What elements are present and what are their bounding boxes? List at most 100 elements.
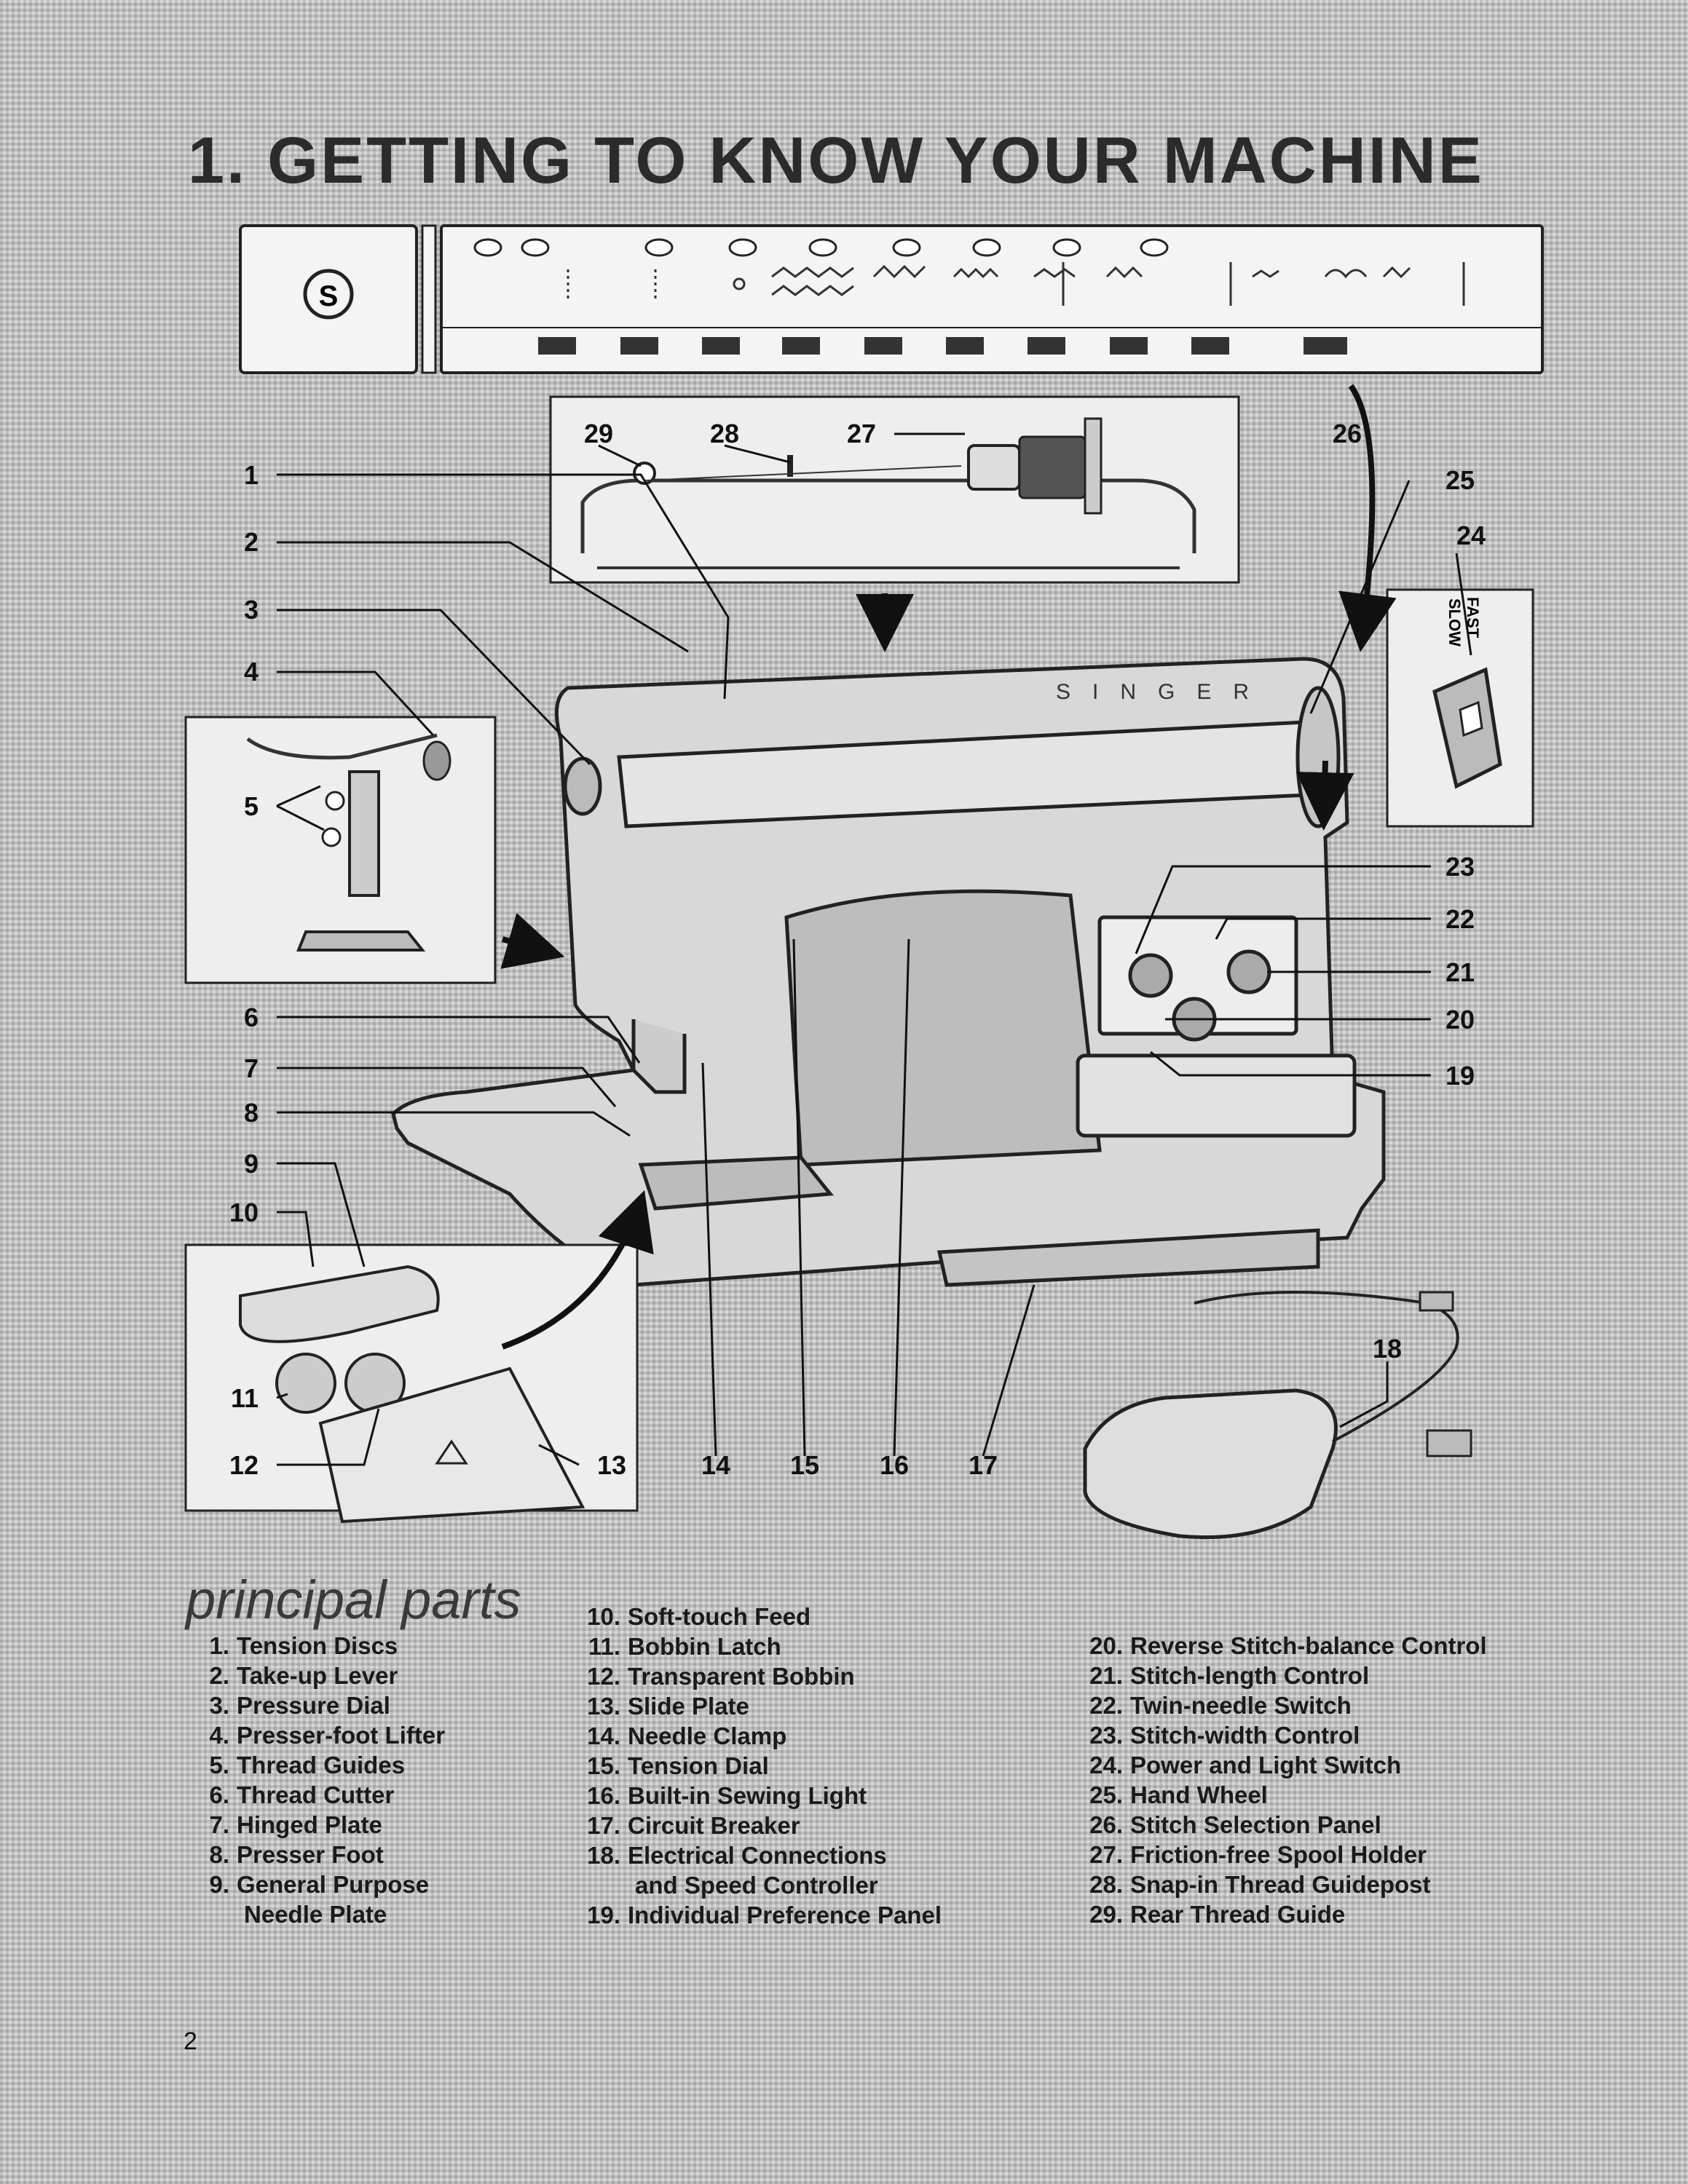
callout-11: 11 xyxy=(231,1383,259,1413)
indicator-light-icon xyxy=(892,238,921,257)
part-label: Stitch-width Control xyxy=(1130,1722,1360,1749)
part-label: Pressure Dial xyxy=(237,1692,390,1719)
part-label: Stitch-length Control xyxy=(1130,1662,1370,1689)
page-number: 2 xyxy=(184,2027,197,2055)
part-label: Individual Preference Panel xyxy=(628,1902,942,1928)
part-number: 5. xyxy=(209,1752,229,1779)
part-item: 13. Slide Plate xyxy=(561,1691,942,1721)
part-label: Thread Guides xyxy=(237,1752,406,1779)
part-label: Needle Clamp xyxy=(628,1722,787,1749)
part-number: 14. xyxy=(587,1722,620,1749)
part-number: 19. xyxy=(587,1902,620,1928)
indicator-light-icon xyxy=(521,238,550,257)
part-label: Tension Dial xyxy=(628,1752,769,1779)
part-item: 7.Hinged Plate xyxy=(186,1810,445,1840)
part-label: Twin-needle Switch xyxy=(1130,1692,1352,1719)
callout-14: 14 xyxy=(701,1450,730,1480)
brand-name: SINGER xyxy=(1056,680,1271,704)
part-label: Presser-foot Lifter xyxy=(237,1722,446,1749)
stitch-keys xyxy=(538,337,1347,355)
part-number: 7. xyxy=(209,1811,229,1838)
slow-label: SLOW xyxy=(1446,598,1464,646)
callout-21: 21 xyxy=(1446,957,1475,987)
part-number: 3. xyxy=(209,1692,229,1719)
stitch-key-button xyxy=(702,337,740,355)
callout-24: 24 xyxy=(1456,521,1486,550)
part-number: 8. xyxy=(209,1841,229,1868)
callout-9: 9 xyxy=(244,1149,259,1179)
part-label: Snap-in Thread Guidepost xyxy=(1130,1871,1431,1898)
indicator-light-icon xyxy=(972,238,1001,257)
part-item: and Speed Controller xyxy=(561,1870,942,1900)
part-label: Reverse Stitch-balance Control xyxy=(1130,1632,1487,1659)
callout-1: 1 xyxy=(244,460,259,490)
part-item: 27.Friction-free Spool Holder xyxy=(1063,1840,1487,1870)
part-label: Take-up Lever xyxy=(237,1662,398,1689)
indicator-light-icon xyxy=(808,238,837,257)
part-number: 28. xyxy=(1089,1871,1123,1898)
callout-23: 23 xyxy=(1446,852,1475,882)
callout-2: 2 xyxy=(244,527,259,557)
part-label: Slide Plate xyxy=(628,1693,749,1720)
part-item: 9.General Purpose xyxy=(186,1870,445,1899)
part-number: 6. xyxy=(209,1781,229,1808)
part-item: 26.Stitch Selection Panel xyxy=(1063,1810,1487,1840)
logo-letter: S xyxy=(319,280,339,312)
part-item: 3. Pressure Dial xyxy=(186,1690,445,1720)
part-item: 12.Transparent Bobbin xyxy=(561,1661,942,1691)
part-number: 20. xyxy=(1089,1632,1123,1659)
part-item: 22. Twin-needle Switch xyxy=(1063,1690,1487,1720)
part-label: Friction-free Spool Holder xyxy=(1130,1841,1427,1868)
part-item: 29.Rear Thread Guide xyxy=(1063,1899,1487,1929)
callout-20: 20 xyxy=(1446,1005,1475,1034)
part-item: 15.Tension Dial xyxy=(561,1751,942,1781)
callout-27: 27 xyxy=(847,419,876,448)
callout-3: 3 xyxy=(244,595,259,625)
stitch-key-button xyxy=(620,337,658,355)
part-label: Rear Thread Guide xyxy=(1130,1901,1346,1928)
stitch-panel-illustration: S xyxy=(239,224,1544,374)
part-item: 24.Power and Light Switch xyxy=(1063,1750,1487,1780)
callout-22: 22 xyxy=(1446,904,1475,934)
part-number: 23. xyxy=(1089,1722,1123,1749)
callout-26: 26 xyxy=(1333,419,1362,448)
indicator-arrows xyxy=(500,384,1397,1350)
callout-28: 28 xyxy=(710,419,739,448)
part-item: 28. Snap-in Thread Guidepost xyxy=(1063,1870,1487,1899)
part-item: 18.Electrical Connections xyxy=(561,1840,942,1870)
stitch-key-button xyxy=(946,337,984,355)
part-number: 22. xyxy=(1089,1692,1123,1719)
part-number: 10. xyxy=(587,1603,620,1630)
part-label: Built-in Sewing Light xyxy=(628,1782,867,1809)
callout-18: 18 xyxy=(1373,1334,1402,1364)
part-item: 8.Presser Foot xyxy=(186,1840,445,1870)
indicator-light-icon xyxy=(1140,238,1169,257)
part-number: 2. xyxy=(209,1662,229,1689)
page-title: 1. GETTING TO KNOW YOUR MACHINE xyxy=(188,124,1484,197)
part-number: 16. xyxy=(587,1782,620,1809)
part-number: 1. xyxy=(209,1632,229,1659)
indicator-lights xyxy=(473,238,1169,257)
section-heading: principal parts xyxy=(186,1570,521,1630)
part-label: Thread Cutter xyxy=(237,1781,395,1808)
part-item: 10.Soft-touch Feed xyxy=(561,1602,942,1631)
machine-diagram: S xyxy=(184,224,1544,1540)
part-item: 19. Individual Preference Panel xyxy=(561,1900,942,1930)
stitch-key-button xyxy=(538,337,576,355)
sewing-machine xyxy=(391,657,1386,1287)
callout-10: 10 xyxy=(229,1198,259,1227)
bobbin-inset xyxy=(184,1243,639,1524)
part-label: Needle Plate xyxy=(244,1901,387,1928)
part-label: Bobbin Latch xyxy=(628,1633,781,1660)
part-number: 24. xyxy=(1089,1752,1123,1779)
callout-4: 4 xyxy=(244,657,259,687)
stitch-key-button xyxy=(864,337,902,355)
part-number: 25. xyxy=(1089,1781,1123,1808)
part-item: Needle Plate xyxy=(186,1899,445,1929)
callout-17: 17 xyxy=(969,1450,998,1480)
part-label: Hand Wheel xyxy=(1130,1781,1268,1808)
callout-12: 12 xyxy=(229,1450,259,1480)
part-number: 13. xyxy=(587,1693,620,1720)
